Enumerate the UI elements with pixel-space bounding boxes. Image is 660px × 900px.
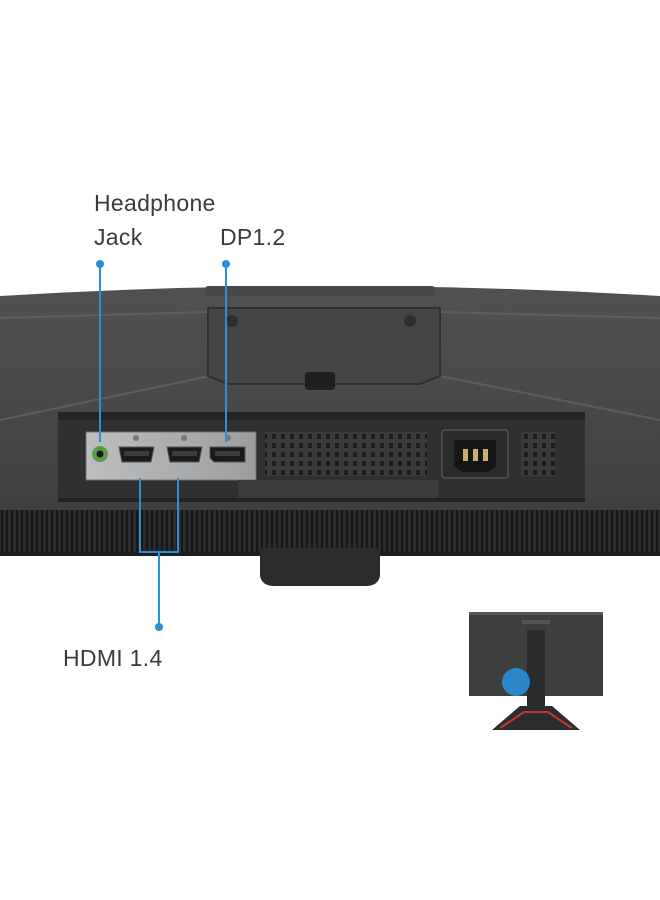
speaker-grille bbox=[0, 510, 660, 552]
dp-callout-dot bbox=[222, 260, 230, 268]
vent-grid bbox=[265, 432, 427, 476]
cable-hook bbox=[305, 372, 335, 390]
monitor-thumbnail bbox=[469, 612, 603, 730]
dp-label: DP1.2 bbox=[220, 224, 286, 250]
thumbnail-highlight bbox=[502, 668, 530, 696]
headphone-label-line2: Jack bbox=[94, 224, 143, 250]
headphone-label-line1: Headphone bbox=[94, 190, 216, 216]
headphone-callout-dot bbox=[96, 260, 104, 268]
hdmi-callout-dot bbox=[155, 623, 163, 631]
embossed-logo bbox=[205, 286, 435, 296]
stand-mount-plate bbox=[207, 307, 441, 385]
vent-grid-right bbox=[521, 432, 555, 476]
callout-lines bbox=[99, 264, 227, 627]
hdmi-label: HDMI 1.4 bbox=[63, 645, 163, 671]
stand-neck bbox=[260, 548, 380, 586]
